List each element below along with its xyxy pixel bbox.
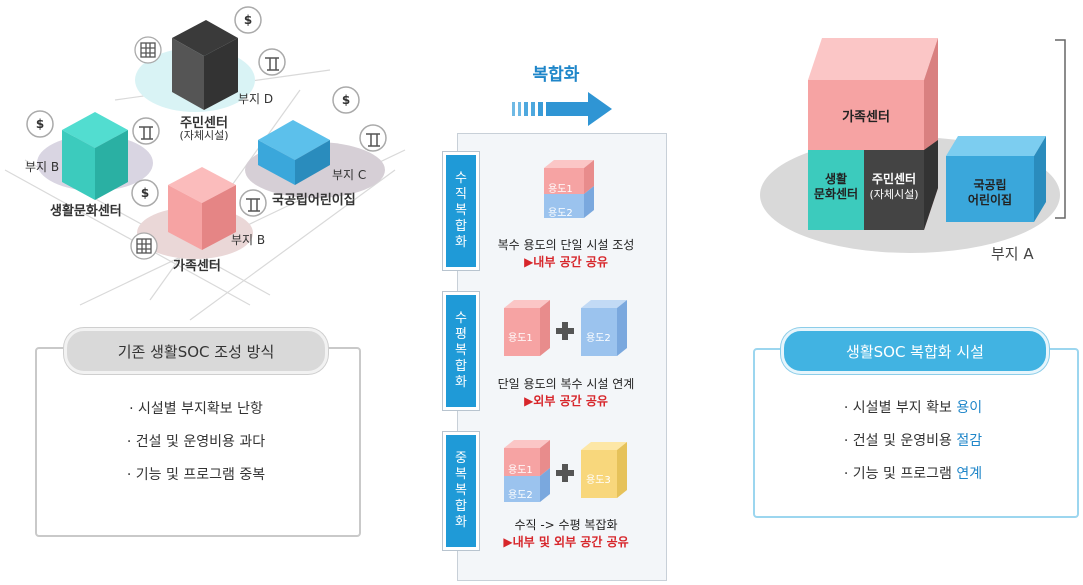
daycare-label: 국공립어린이집 [272,193,356,208]
left-panel-title: 기존 생활SOC 조성 방식 [64,328,328,374]
left-list-item: · 기능 및 프로그램 중복 [126,467,266,483]
right-panel [753,348,1079,518]
use-label: 용도2 [548,208,573,219]
resident-center-cube [172,20,238,110]
tab-vertical-composite: 수직복합화 [443,152,479,270]
arrow-right-icon [512,92,612,126]
left-list-item: · 시설별 부지확보 난항 [129,401,263,417]
living-culture-label-2: 문화센터 [813,187,859,201]
tab-horizontal-composite: 수평복합화 [443,292,479,410]
construction-crane-icon [132,48,387,217]
right-item-highlight: 용이 [956,400,983,416]
svg-text:$: $ [342,93,350,107]
plus-icon [556,464,574,482]
svg-text:$: $ [141,186,149,200]
section-result: ▶내부 공간 공유 [524,255,608,269]
building-grid-icon [130,36,162,260]
resident-center-sub-label: (자체시설) [869,188,919,201]
daycare-cube [258,120,330,185]
resident-center-label: 주민센터 [180,116,228,131]
left-site-map: $ $ $ $ [4,6,406,321]
use-label: 용도1 [508,333,533,344]
section-description: 복수 용도의 단일 시설 조성 [497,238,635,252]
tab-overlap-composite: 중복복합화 [443,432,479,550]
family-center-cube [168,167,236,250]
living-culture-label: 생활문화센터 [50,204,122,219]
section-result: ▶외부 공간 공유 [524,394,608,408]
right-list-item: · 시설별 부지 확보 용이 [757,397,1069,417]
section-result: ▶내부 및 외부 공간 공유 [503,535,629,549]
use-cube-yellow [581,442,627,498]
section-description: 단일 용도의 복수 시설 연계 [497,377,635,391]
tab-label: 수직복합화 [455,171,467,250]
left-list-item: · 건설 및 운영비용 과다 [126,434,266,450]
dollar-icon: $ $ $ $ [26,6,360,207]
site-b2-label: 부지 B [231,233,266,247]
use-label: 용도1 [548,184,573,195]
stacked-use-cube [544,160,594,218]
height-bracket [1055,39,1066,219]
family-center-label: 가족센터 [842,110,890,125]
use-label: 용도3 [586,475,611,486]
site-c-label: 부지 C [332,168,367,182]
plus-icon [556,322,574,340]
stacked-use-cube [504,440,550,502]
right-item-text: · 기능 및 프로그램 [843,466,957,482]
middle-title: 복합화 [532,65,580,85]
tab-label: 중복복합화 [455,451,467,530]
section-description: 수직 -> 수평 복잡화 [514,518,618,532]
use-cube-blue [581,300,627,356]
use-cube-pink [504,300,550,356]
living-culture-label-1: 생활 [824,172,848,186]
tab-label: 수평복합화 [455,311,467,390]
svg-text:$: $ [244,13,252,27]
use-label: 용도2 [586,333,611,344]
right-site-illustration [760,38,1066,253]
right-item-text: · 건설 및 운영비용 [843,433,957,449]
right-list-item: · 기능 및 프로그램 연계 [757,463,1069,483]
site-b-label: 부지 B [25,160,60,174]
svg-text:$: $ [36,117,44,131]
site-d-label: 부지 D [238,92,274,106]
site-a-label: 부지 A [991,245,1034,263]
daycare-label-2: 어린이집 [967,193,1013,207]
right-item-highlight: 연계 [956,466,983,482]
use-label: 용도2 [508,490,533,501]
resident-center-sub-label: (자체시설) [179,129,229,142]
living-culture-cube [62,112,128,200]
daycare-label-1: 국공립 [973,178,1007,192]
right-panel-title: 생활SOC 복합화 시설 [781,328,1049,374]
use-label: 용도1 [508,465,533,476]
right-item-text: · 시설별 부지 확보 [843,400,957,416]
right-list-item: · 건설 및 운영비용 절감 [757,430,1069,450]
resident-center-label: 주민센터 [871,172,917,186]
right-item-highlight: 절감 [956,433,983,449]
family-center-label: 가족센터 [173,259,221,274]
